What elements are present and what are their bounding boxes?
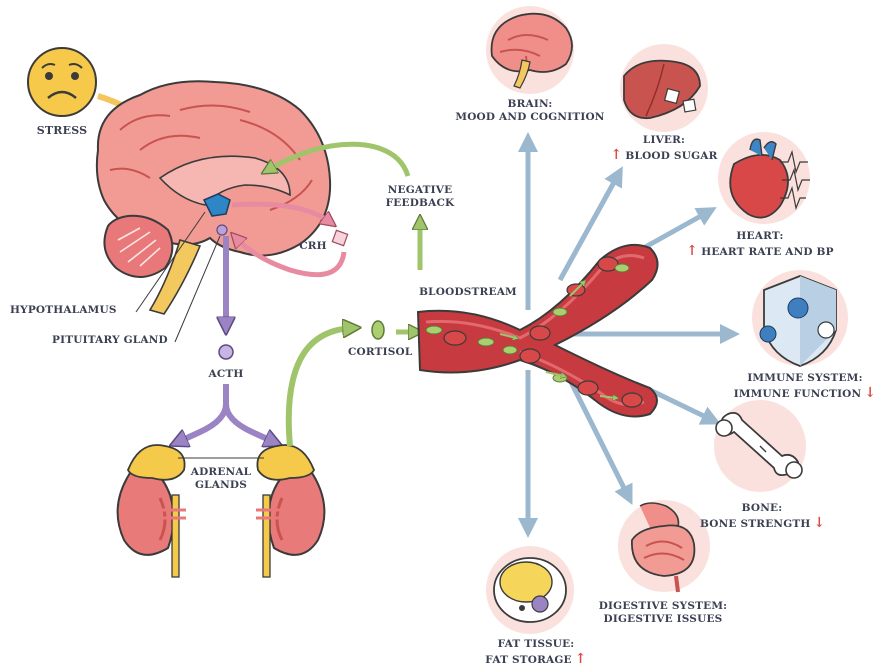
bone-icon xyxy=(714,400,806,492)
immune-effect-title: IMMUNE SYSTEM: xyxy=(730,372,880,385)
bone-effect-text: BONE STRENGTH xyxy=(700,515,824,533)
digestive-effect-title: DIGESTIVE SYSTEM: xyxy=(592,600,734,613)
acth-split-arrow-left xyxy=(178,384,226,442)
cortisol-molecule-icon xyxy=(372,321,384,339)
brain-effect-title: BRAIN: xyxy=(450,98,610,111)
heart-effect-title: HEART: xyxy=(680,230,840,243)
heart-effect-text: HEART RATE AND BP xyxy=(680,243,840,261)
fat-effect-label: FAT TISSUE: FAT STORAGE xyxy=(476,638,596,669)
bloodstream-label: BLOODSTREAM xyxy=(418,286,518,299)
liver-effect-text: BLOOD SUGAR xyxy=(604,147,724,165)
immune-effect-text: IMMUNE FUNCTION xyxy=(730,385,880,403)
fat-effect-text: FAT STORAGE xyxy=(476,651,596,669)
brain-effect-label: BRAIN: MOOD AND COGNITION xyxy=(450,98,610,124)
digestive-effect-text: DIGESTIVE ISSUES xyxy=(592,613,734,626)
fat-tissue-icon xyxy=(486,546,574,634)
heart-effect-label: HEART: HEART RATE AND BP xyxy=(680,230,840,261)
digestive-effect-label: DIGESTIVE SYSTEM: DIGESTIVE ISSUES xyxy=(592,600,734,626)
acth-label: ACTH xyxy=(202,368,250,381)
brain-icon xyxy=(97,81,330,314)
crh-molecule-icon xyxy=(332,230,347,245)
adrenal-glands-label-line1: ADRENAL xyxy=(186,466,256,479)
fat-effect-title: FAT TISSUE: xyxy=(476,638,596,651)
cortisol-arrow xyxy=(289,328,352,446)
stress-label: STRESS xyxy=(30,124,94,138)
acth-split-arrow-right xyxy=(226,404,274,442)
negative-feedback-label: NEGATIVE FEEDBACK xyxy=(380,184,460,210)
pituitary-gland-label: PITUITARY GLAND xyxy=(52,334,172,347)
bone-effect-label: BONE: BONE STRENGTH xyxy=(700,502,824,533)
immune-system-icon xyxy=(752,270,848,366)
left-kidney-icon xyxy=(118,445,186,577)
brain-effect-text: MOOD AND COGNITION xyxy=(450,111,610,124)
heart-icon xyxy=(718,132,810,224)
liver-effect-label: LIVER: BLOOD SUGAR xyxy=(604,134,724,165)
digestive-system-icon xyxy=(618,500,710,592)
brain-organ-icon xyxy=(486,6,574,94)
liver-icon xyxy=(620,44,708,132)
hypothalamus-label: HYPOTHALAMUS xyxy=(10,304,130,317)
immune-effect-label: IMMUNE SYSTEM: IMMUNE FUNCTION xyxy=(730,372,880,403)
stress-face-icon xyxy=(28,48,96,116)
negative-feedback-label-line2: FEEDBACK xyxy=(380,197,460,210)
liver-effect-title: LIVER: xyxy=(604,134,724,147)
crh-label: CRH xyxy=(296,240,330,253)
blood-vessel xyxy=(418,245,658,417)
adrenal-glands-label: ADRENAL GLANDS xyxy=(186,466,256,492)
bone-effect-title: BONE: xyxy=(700,502,824,515)
cortisol-label: CORTISOL xyxy=(348,346,410,359)
right-kidney-icon xyxy=(256,445,324,577)
negative-feedback-label-line1: NEGATIVE xyxy=(380,184,460,197)
adrenal-glands-label-line2: GLANDS xyxy=(186,479,256,492)
acth-molecule-icon xyxy=(219,345,233,359)
